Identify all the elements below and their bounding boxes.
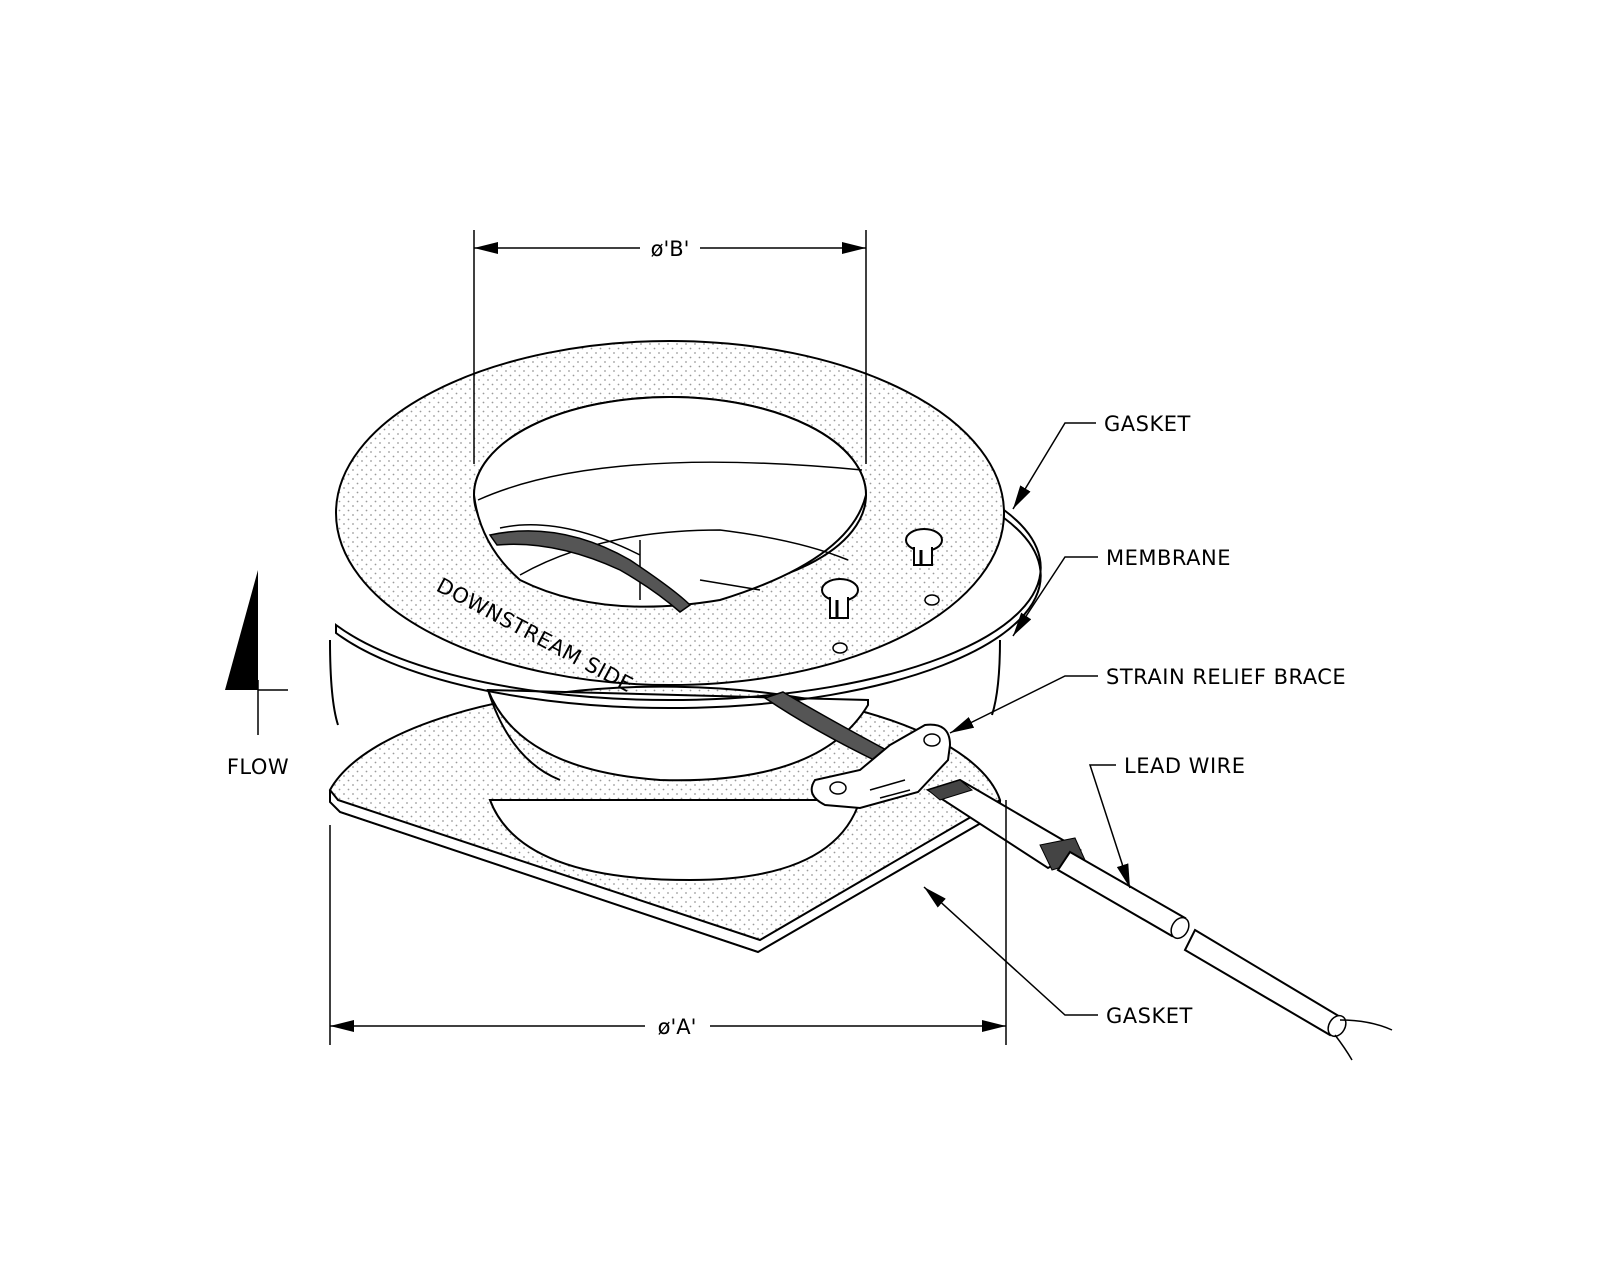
callout-strain-relief-label: STRAIN RELIEF BRACE	[1106, 665, 1346, 689]
callout-gasket-bottom-leader	[923, 886, 1098, 1016]
callout-membrane-leader	[1012, 556, 1098, 637]
bottom-gasket	[328, 685, 1002, 954]
dimension-a-label: ø'A'	[658, 1015, 697, 1039]
dimension-a: ø'A'	[329, 800, 1007, 1045]
rivet-hole	[924, 594, 940, 606]
strain-relief-brace	[810, 723, 952, 810]
callout-membrane-label: MEMBRANE	[1106, 546, 1231, 570]
callout-gasket-top-label: GASKET	[1104, 412, 1191, 436]
flow-indicator: FLOW	[225, 570, 289, 779]
callout-strain-relief: STRAIN RELIEF BRACE	[949, 665, 1346, 734]
callout-strain-relief-leader	[949, 675, 1098, 734]
gauge-strip-inner	[488, 530, 692, 613]
lead-wire	[1056, 850, 1393, 1061]
rivet-hole	[832, 642, 848, 654]
callout-gasket-bottom-label: GASKET	[1106, 1004, 1193, 1028]
top-gasket	[334, 340, 1042, 710]
ribbon-cable	[925, 778, 1086, 871]
rivet	[821, 578, 859, 619]
callout-lead-wire-leader	[1088, 764, 1131, 889]
callout-gasket-top: GASKET	[1012, 412, 1191, 510]
callout-gasket-top-leader	[1012, 422, 1096, 510]
callout-lead-wire: LEAD WIRE	[1088, 754, 1246, 889]
dimension-b: ø'B'	[473, 230, 867, 464]
callout-lead-wire-label: LEAD WIRE	[1124, 754, 1246, 778]
rivets	[821, 528, 943, 654]
flow-label: FLOW	[227, 755, 289, 779]
flow-arrow-icon	[225, 570, 258, 690]
callout-membrane: MEMBRANE	[1012, 546, 1231, 637]
inner-opening	[472, 396, 868, 608]
callout-gasket-bottom: GASKET	[923, 886, 1193, 1028]
dimension-b-label: ø'B'	[651, 237, 690, 261]
rivet	[905, 528, 943, 566]
membrane-body	[488, 799, 862, 882]
